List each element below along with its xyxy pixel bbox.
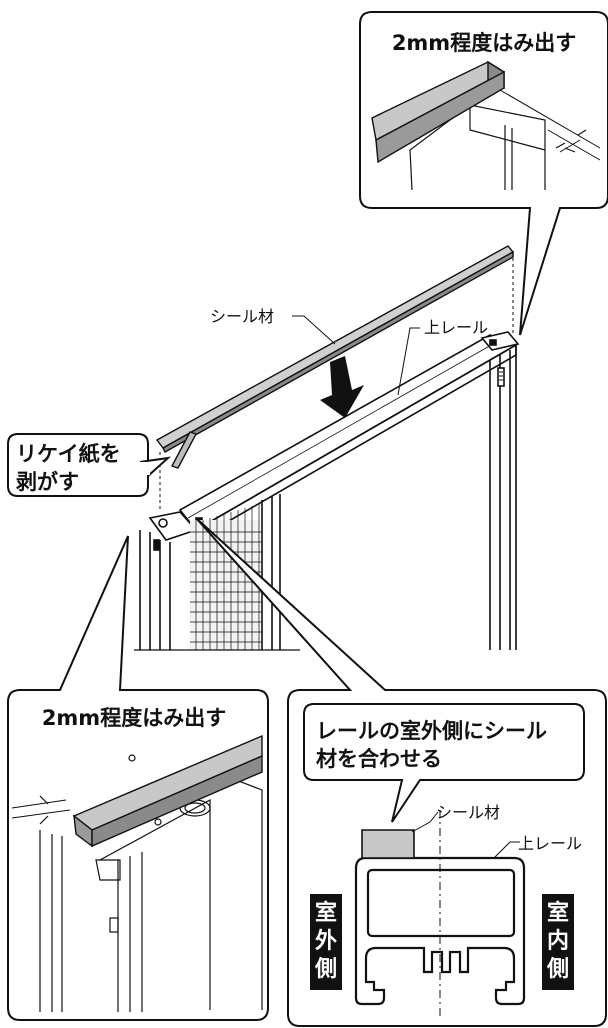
down-arrow-icon — [320, 356, 364, 418]
side-label-char: 側 — [314, 957, 337, 982]
side-label-char: 外 — [315, 928, 337, 954]
indoor-side-badge — [542, 894, 574, 990]
guide-dashes — [159, 258, 514, 512]
screen-mesh — [190, 504, 262, 650]
detail-seal-material-label: シール材 — [436, 803, 500, 822]
indoor-side-label: 室内側 — [546, 900, 569, 982]
callout-top-right-text: 2mm程度はみ出す — [392, 31, 576, 55]
side-label-char: 側 — [546, 957, 569, 982]
callout-top-right: 2mm程度はみ出す — [359, 11, 608, 336]
outdoor-side-badge — [310, 894, 342, 990]
callout-align-line2: 材を合わせる — [316, 747, 442, 771]
callout-bottom-right: レールの室外側にシール 材を合わせる シール材 上レール 室外側 室内側 — [195, 517, 607, 1027]
upper-rail-label: 上レール — [424, 318, 488, 337]
detail-leader-lines — [411, 811, 520, 859]
seal-strip — [155, 245, 515, 469]
side-label-char: 内 — [547, 929, 569, 954]
main-frame — [139, 331, 520, 650]
leader-lines — [292, 315, 420, 396]
rail-cross-section — [354, 856, 526, 1006]
callout-bottom-left-text: 2mm程度はみ出す — [42, 706, 226, 730]
seal-material-label: シール材 — [210, 307, 274, 326]
callout-peel-line2: 剥がす — [16, 470, 79, 494]
callout-bottom-left: 2mm程度はみ出す — [7, 535, 269, 1021]
callout-peel: リケイ紙を 剥がす — [7, 433, 172, 497]
outdoor-side-label: 室外側 — [314, 900, 337, 982]
side-label-char: 室 — [547, 900, 569, 926]
detail-upper-rail-label: 上レール — [518, 834, 582, 853]
callout-align-line1: レールの室外側にシール — [316, 719, 547, 743]
side-label-char: 室 — [315, 900, 337, 926]
callout-peel-line1: リケイ紙を — [16, 442, 121, 466]
